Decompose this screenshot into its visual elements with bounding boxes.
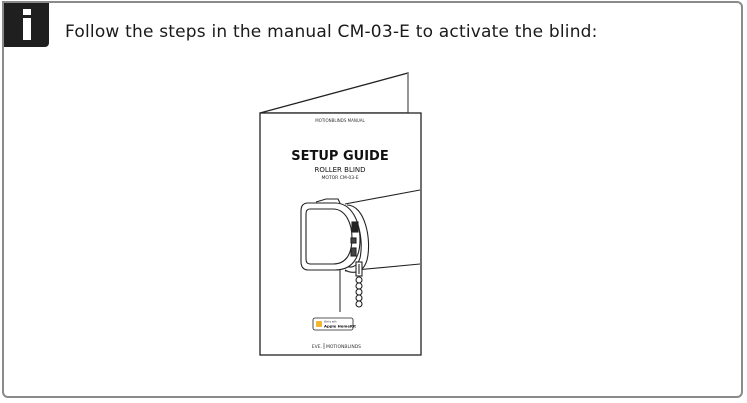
footer-brand-eve: EVE. — [312, 344, 322, 350]
manual-top-label: MOTIONBLINDS MANUAL — [315, 118, 365, 123]
manual-model: MOTOR CM-03-E — [321, 175, 358, 181]
info-icon-dot — [23, 9, 31, 15]
setup-guide-manual-illustration: MOTIONBLINDS MANUAL SETUP GUIDE ROLLER B… — [259, 72, 422, 356]
info-icon — [4, 3, 49, 47]
manual-subtitle: ROLLER BLIND — [314, 166, 365, 174]
apple-homekit-badge: Works with Apple HomeKit — [312, 317, 356, 331]
homekit-house-icon — [316, 321, 322, 327]
footer-brand-motionblinds: MOTIONBLINDS — [326, 344, 361, 350]
manual-back-page — [259, 72, 409, 114]
svg-text:Works with: Works with — [324, 321, 337, 324]
roller-blind-motor-drawing — [300, 189, 421, 312]
info-icon-stem — [23, 18, 31, 40]
homekit-label: Apple HomeKit — [324, 324, 356, 329]
manual-title: SETUP GUIDE — [291, 149, 388, 164]
instruction-heading: Follow the steps in the manual CM-03-E t… — [65, 22, 598, 42]
